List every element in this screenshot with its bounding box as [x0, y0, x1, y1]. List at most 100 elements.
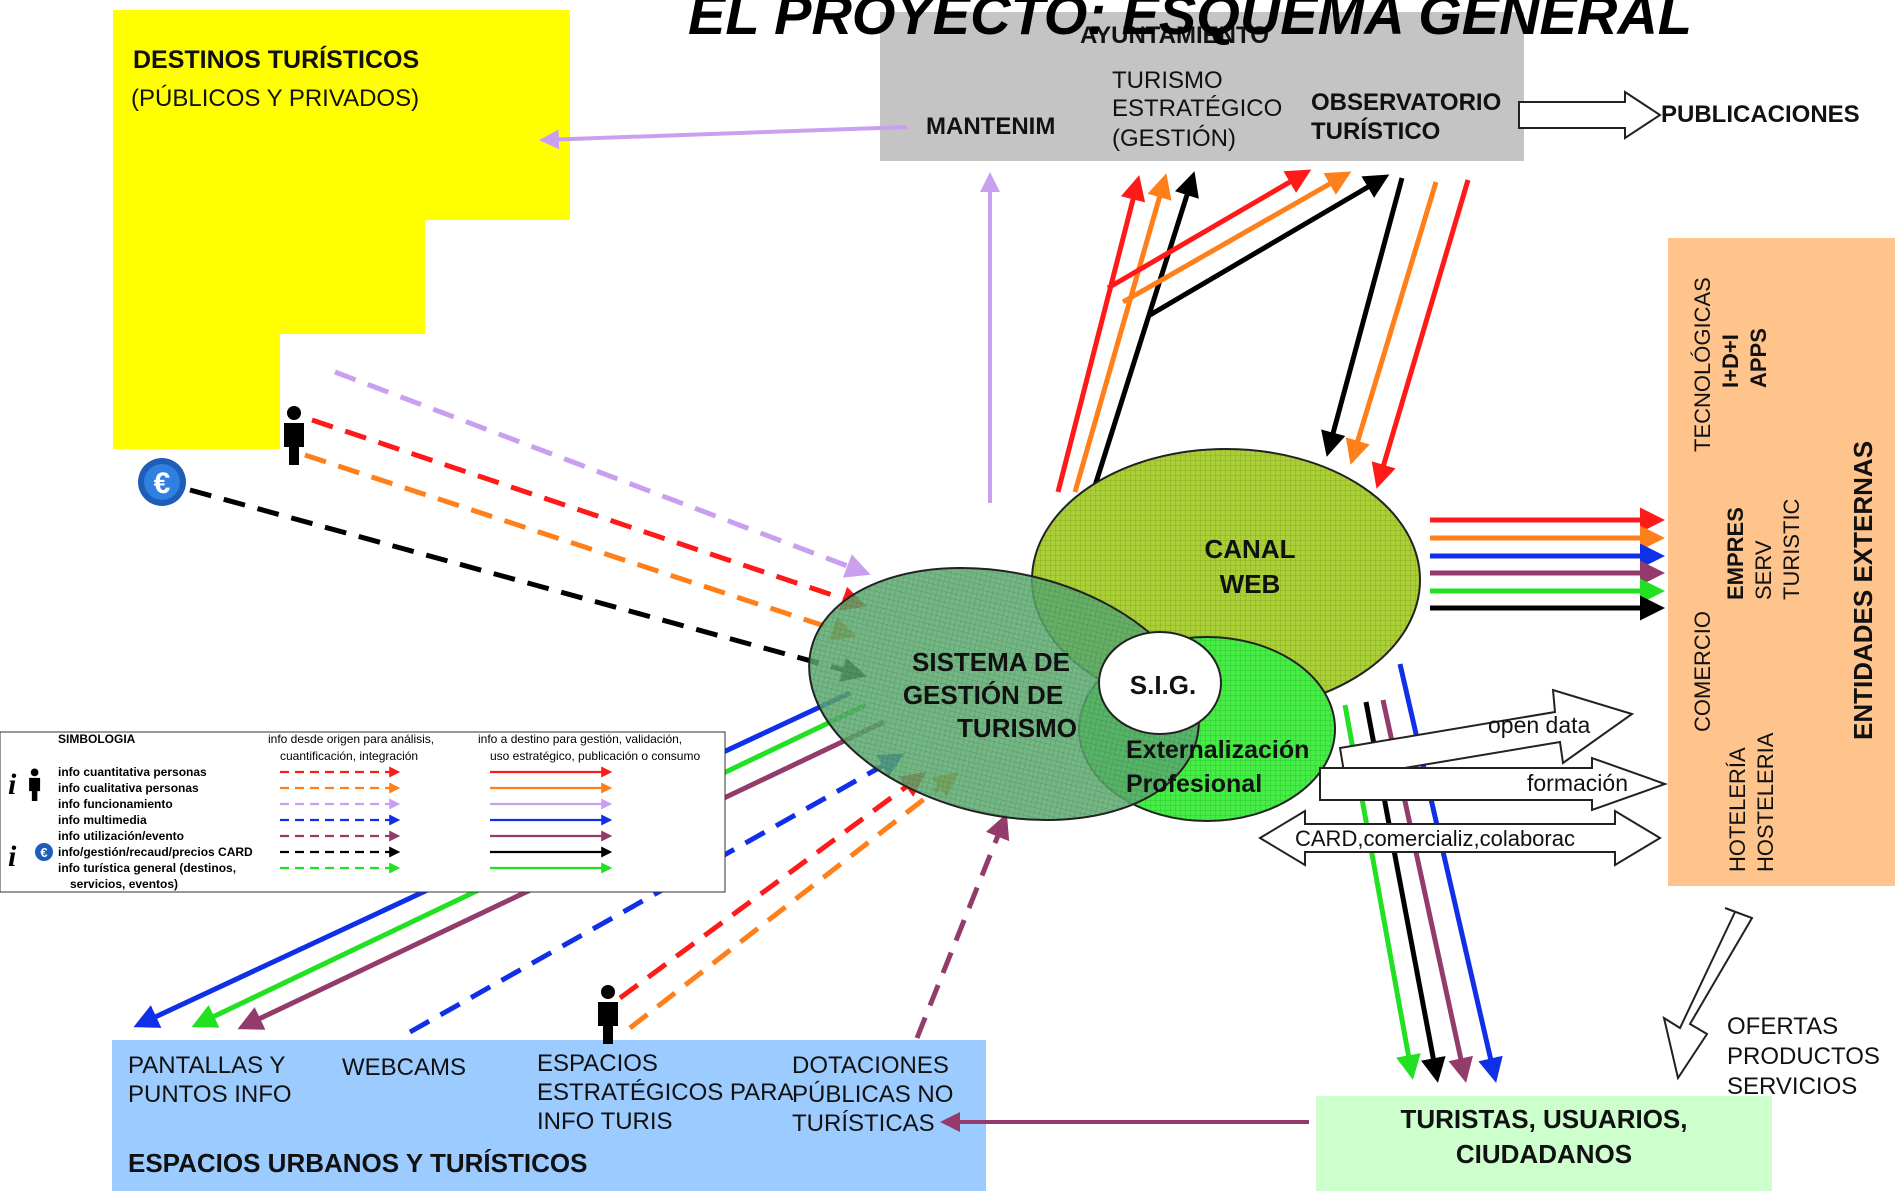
publicaciones-arrow — [1518, 90, 1662, 140]
hot-label-1: HOTELERÍA — [1725, 747, 1750, 872]
webcams-label: WEBCAMS — [342, 1054, 466, 1081]
legend-row-label: info multimedia — [58, 813, 147, 827]
arrow-red-dashed-in — [311, 417, 867, 611]
sistema-label-1: SISTEMA DE — [912, 647, 1070, 677]
canal-label-2: WEB — [1220, 569, 1281, 599]
svg-text:€: € — [154, 467, 171, 500]
ayuntamiento-title: AYUNTAMIENTO — [1080, 22, 1269, 49]
legend-row-label: info utilización/evento — [58, 829, 184, 843]
legend-row-label: info funcionamiento — [58, 797, 173, 811]
legend-person-icon — [29, 768, 41, 801]
arrow-blue-down — [1397, 663, 1503, 1083]
legend-info-i-icon-2: i — [8, 840, 17, 873]
diagram-title: EL PROYECTO: ESQUEMA GENERAL — [688, 0, 1692, 46]
tec-label-2: I+D+I — [1718, 334, 1743, 388]
pantallas-label-1: PANTALLAS Y — [128, 1052, 285, 1079]
legend-row-label: info cuantitativa personas — [58, 765, 207, 779]
estrategicos-label-2: ESTRATÉGICOS PARA — [537, 1079, 794, 1106]
ofertas-label-3: SERVICIOS — [1727, 1073, 1857, 1100]
estrategicos-label-3: INFO TURIS — [537, 1108, 673, 1135]
observatorio-label-2: TURÍSTICO — [1311, 117, 1440, 145]
ofertas-arrow — [1662, 907, 1754, 1081]
arrow-red-up-1 — [1055, 175, 1146, 493]
legend-euro-icon: € — [35, 843, 53, 861]
turismo-label-3: (GESTIÓN) — [1112, 125, 1236, 152]
legend-row-label: info/gestión/recaud/precios CARD — [58, 845, 253, 859]
arrow-orange-up-2 — [1121, 171, 1352, 305]
arrow-orange-up-1 — [1072, 173, 1172, 493]
dotaciones-label-1: DOTACIONES — [792, 1052, 949, 1079]
arrow-lilac-dashed-in — [334, 369, 871, 578]
formacion-label: formación — [1527, 770, 1628, 796]
legend-col1-line1: info desde origen para análisis, — [268, 732, 434, 746]
turistas-label-2: CIUDADANOS — [1456, 1139, 1632, 1169]
legend-col1-line2: cuantificación, integración — [280, 749, 418, 763]
turismo-label-2: ESTRATÉGICO — [1112, 95, 1282, 122]
espacios-box — [112, 1040, 986, 1191]
arrow-plum-dashed-in — [914, 813, 1010, 1039]
card-label: CARD,comercializ,colaborac — [1295, 826, 1575, 851]
observatorio-label-1: OBSERVATORIO — [1311, 89, 1501, 116]
legend-row-label: info turística general (destinos, — [58, 861, 236, 875]
info-i-icon: i — [8, 768, 17, 801]
emp-label-3: TURISTIC — [1779, 498, 1804, 600]
estrategicos-label-1: ESPACIOS — [537, 1050, 658, 1077]
tec-label-3: APPS — [1746, 328, 1771, 388]
turistas-label-1: TURISTAS, USUARIOS, — [1401, 1104, 1688, 1134]
emp-label-2: SERV — [1751, 540, 1776, 600]
arrow-layer — [133, 125, 1665, 1132]
legend-col2-line1: info a destino para gestión, validación, — [478, 732, 682, 746]
legend-rows: info cuantitativa personas info cualitati… — [58, 765, 613, 875]
destinos-title: DESTINOS TURÍSTICOS — [133, 45, 419, 74]
ext-label-1: Externalización — [1126, 736, 1309, 764]
open-data-label: open data — [1488, 712, 1591, 738]
sistema-label-2: GESTIÓN DE — [903, 680, 1063, 710]
sig-label: S.I.G. — [1130, 670, 1196, 700]
arrow-blue-dashed-in — [408, 753, 905, 1035]
entidades-title: ENTIDADES EXTERNAS — [1848, 441, 1878, 740]
tec-label-1: TECNOLÓGICAS — [1690, 277, 1715, 452]
mantenim-label: MANTENIM — [926, 113, 1055, 140]
legend-row-label: info cualitativa personas — [58, 781, 199, 795]
ofertas-label-2: PRODUCTOS — [1727, 1043, 1880, 1070]
arrow-red-down — [1371, 179, 1471, 489]
card-arrow — [1258, 809, 1662, 867]
arrow-black-down — [1321, 177, 1405, 457]
destinos-subtitle: (PÚBLICOS Y PRIVADOS) — [131, 85, 419, 112]
arrow-black-dashed-in — [189, 487, 867, 682]
legend-title: SIMBOLOGIA — [58, 732, 136, 746]
comercio-label: COMERCIO — [1690, 611, 1715, 732]
arrow-black-up-1 — [1090, 171, 1199, 493]
arrow-black-up-2 — [1148, 174, 1390, 318]
arrow-orange-down — [1345, 181, 1439, 465]
pantallas-label-2: PUNTOS INFO — [128, 1081, 292, 1108]
dotaciones-label-2: PÚBLICAS NO — [792, 1081, 953, 1108]
formacion-arrow — [1319, 756, 1668, 812]
arrow-red-dashed-in-bottom — [618, 772, 927, 1001]
arrow-red-up-2 — [1106, 169, 1312, 291]
dotaciones-label-3: TURÍSTICAS — [792, 1110, 935, 1137]
espacios-title: ESPACIOS URBANOS Y TURÍSTICOS — [128, 1148, 587, 1178]
turistas-box — [1316, 1096, 1772, 1191]
canal-label-1: CANAL — [1205, 534, 1296, 564]
turismo-label-1: TURISMO — [1112, 67, 1223, 94]
person-icon-bottom — [598, 985, 618, 1044]
hot-label-2: HOSTELERIA — [1753, 732, 1778, 872]
publicaciones-label: PUBLICACIONES — [1661, 101, 1860, 128]
entidades-box — [1668, 238, 1895, 886]
svg-text:€: € — [40, 845, 47, 860]
ext-label-2: Profesional — [1126, 770, 1262, 798]
legend-col2-line2: uso estratégico, publicación o consumo — [490, 749, 700, 763]
ayuntamiento-box — [880, 12, 1524, 161]
ofertas-label-1: OFERTAS — [1727, 1013, 1838, 1040]
arrow-orange-dashed-in — [304, 452, 857, 641]
arrow-lilac-to-destinos — [539, 125, 908, 150]
legend-last-line2: servicios, eventos) — [70, 877, 178, 891]
euro-coin-icon: € — [138, 458, 186, 506]
person-icon — [284, 406, 304, 465]
destinos-box — [113, 10, 570, 449]
emp-label-1: EMPRES — [1723, 507, 1748, 600]
sistema-label-3: TURISMO — [957, 713, 1077, 743]
